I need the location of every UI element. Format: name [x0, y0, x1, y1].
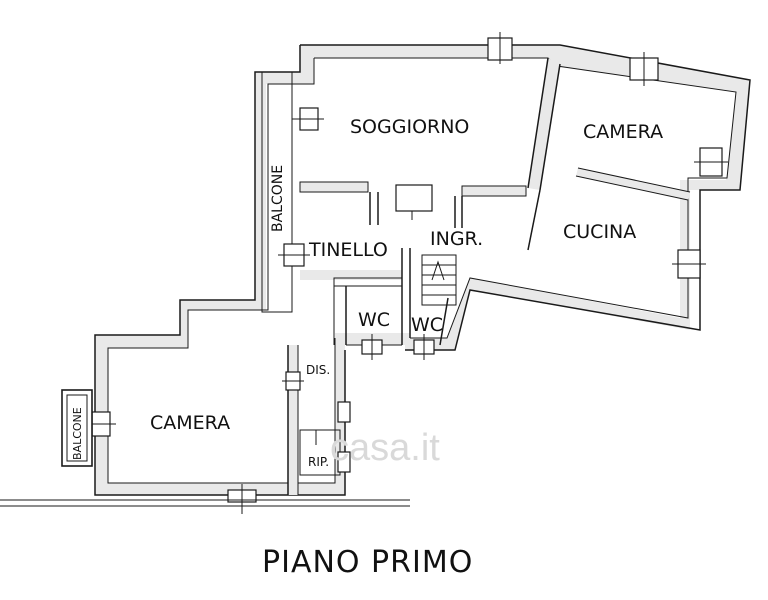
balcone-small: [61, 389, 93, 467]
room-labels: SOGGIORNO CAMERA CUCINA TINELLO INGR. WC…: [71, 116, 663, 469]
room-label-balcone-small: BALCONE: [71, 407, 84, 460]
balcone-left-strip: [255, 71, 300, 313]
room-label-dis: DIS.: [306, 363, 330, 377]
room-label-wc-right: WC: [411, 314, 443, 336]
room-label-camera-bottom: CAMERA: [150, 412, 230, 434]
room-label-balcone-left: BALCONE: [270, 165, 286, 232]
room-label-camera-top: CAMERA: [583, 121, 663, 143]
plan-title: PIANO PRIMO: [262, 545, 473, 580]
room-label-cucina: CUCINA: [563, 221, 636, 243]
room-label-ingresso: INGR.: [430, 228, 483, 250]
windows: [86, 32, 728, 514]
room-label-soggiorno: SOGGIORNO: [350, 116, 469, 138]
room-label-wc-left: WC: [358, 309, 390, 331]
room-label-rip: RIP.: [308, 455, 329, 469]
watermark: casa.it: [330, 427, 440, 469]
interior-walls: [287, 57, 691, 495]
room-label-tinello: TINELLO: [308, 239, 388, 261]
